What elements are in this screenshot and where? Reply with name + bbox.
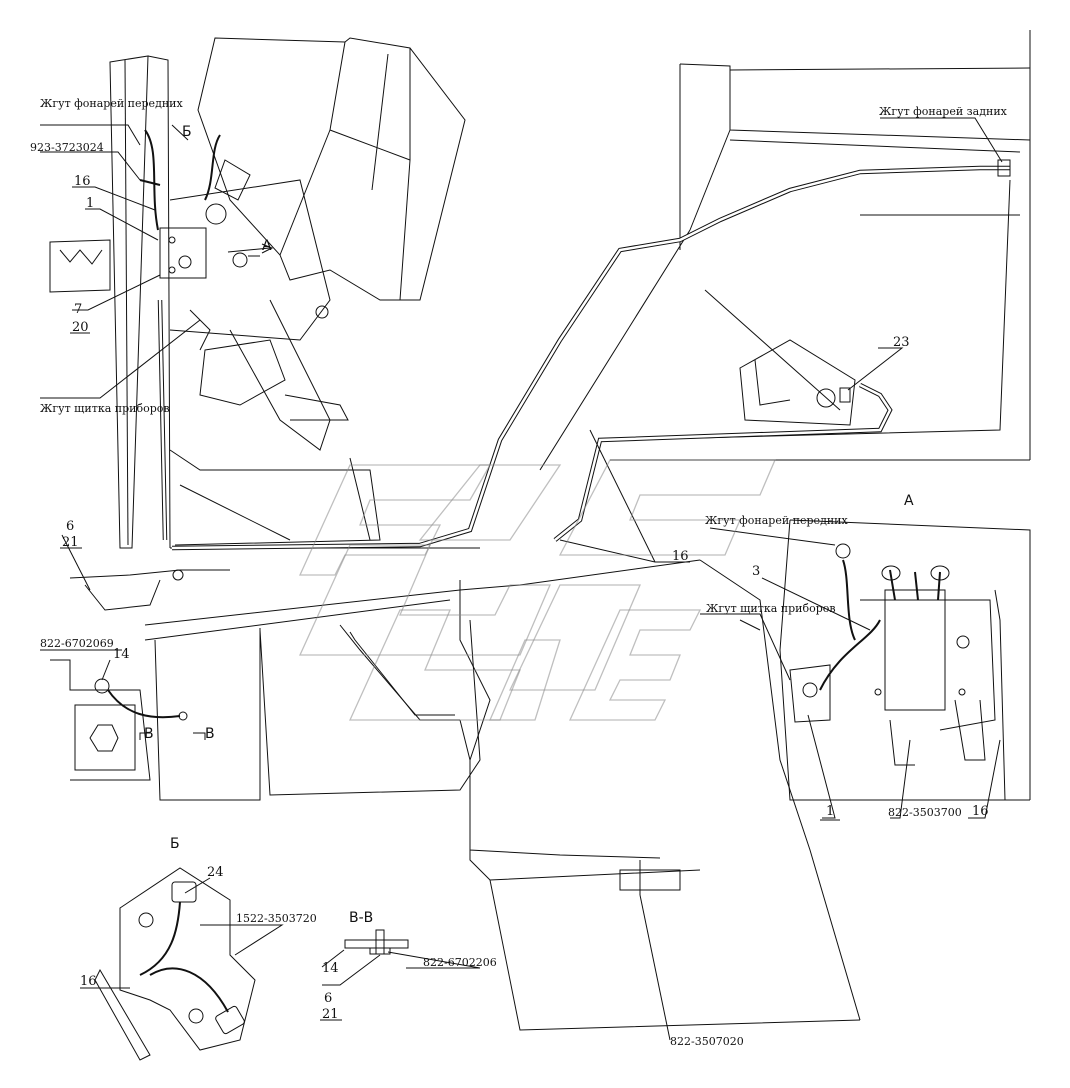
leader-lines xyxy=(40,117,1003,1041)
callout-6-vv: 6 xyxy=(324,991,332,1006)
callout-1-view-a: 1 xyxy=(826,804,834,819)
callout-21-left: 21 xyxy=(62,535,79,550)
left-floor-bracket xyxy=(69,569,230,611)
label-harness-rear-lights: Жгут фонарей задних xyxy=(879,105,1008,118)
callout-23: 23 xyxy=(893,335,910,350)
pedal-assembly xyxy=(169,179,349,451)
callout-16-top: 16 xyxy=(74,174,91,189)
label-harness-front-lights: Жгут фонарей передних xyxy=(40,97,184,110)
ground-point-b xyxy=(50,659,188,781)
view-a-mark: А xyxy=(262,238,272,254)
section-b-left-mark: В xyxy=(144,726,154,742)
lower-body-outline xyxy=(144,559,861,1031)
callout-14-left: 14 xyxy=(113,647,130,662)
callout-21-vv: 21 xyxy=(322,1007,339,1022)
callout-16-view-a: 16 xyxy=(972,804,989,819)
section-vv-title: В-В xyxy=(349,910,373,926)
label-part-822-3507020: 822-3507020 xyxy=(670,1035,744,1048)
view-b-mark: Б xyxy=(182,124,192,140)
callout-3: 3 xyxy=(752,564,760,579)
callout-6-left: 6 xyxy=(66,519,74,534)
callout-24: 24 xyxy=(207,865,224,880)
callout-1-top: 1 xyxy=(86,196,94,211)
callout-14-vv: 14 xyxy=(322,961,339,976)
callout-20: 20 xyxy=(72,320,89,335)
label-harness-front-lights-view-a: Жгут фонарей передних xyxy=(705,514,849,527)
rear-bracket-23 xyxy=(704,289,856,426)
callout-underlines xyxy=(60,332,840,1021)
dashboard-panel-outline xyxy=(197,37,466,301)
label-part-822-6702069: 822-6702069 xyxy=(40,637,114,650)
label-harness-instrument-panel-view-a: Жгут щитка приборов xyxy=(706,602,836,615)
section-arrows xyxy=(139,243,274,740)
cab-left-pillar xyxy=(109,55,171,549)
view-a-detail xyxy=(779,519,1031,801)
section-b-right-mark: В xyxy=(205,726,215,742)
label-part-822-6702206: 822-6702206 xyxy=(423,956,497,969)
cab-rear-outline xyxy=(539,30,1031,471)
callout-7: 7 xyxy=(74,302,82,317)
view-b-title: Б xyxy=(170,836,180,852)
callout-16-mid: 16 xyxy=(672,549,689,564)
label-part-822-3503700: 822-3503700 xyxy=(888,806,962,819)
label-harness-instrument-panel: Жгут щитка приборов xyxy=(40,402,170,415)
label-part-923-3723024: 923-3723024 xyxy=(30,141,104,154)
main-harness xyxy=(157,159,1011,551)
section-vv-detail xyxy=(344,929,409,955)
switch-block-top xyxy=(139,129,251,279)
label-part-1522-3503720: 1522-3503720 xyxy=(236,912,317,925)
view-a-title: А xyxy=(904,493,914,509)
view-b-detail xyxy=(94,867,256,1061)
small-bracket-icon xyxy=(49,239,111,293)
callout-16-view-b: 16 xyxy=(80,974,97,989)
watermark-logo xyxy=(298,459,776,721)
